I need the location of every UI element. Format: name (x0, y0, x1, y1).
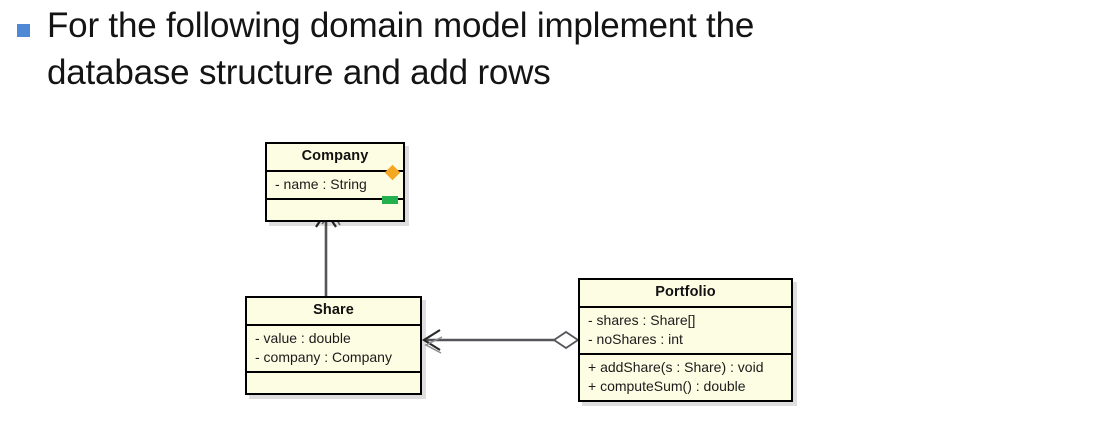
uml-class-share[interactable]: Share - value : double - company : Compa… (245, 296, 422, 395)
uml-attribute: - name : String (275, 176, 367, 192)
uml-class-portfolio-operations: + addShare(s : Share) : void + computeSu… (580, 355, 791, 400)
uml-class-portfolio-title: Portfolio (655, 284, 716, 300)
uml-attribute: - shares : Share[] (588, 312, 696, 328)
uml-separator (580, 306, 791, 308)
square-bullet-icon (17, 24, 30, 37)
uml-attribute: - company : Company (255, 349, 392, 365)
uml-class-company-attributes: - name : String (267, 172, 403, 198)
uml-separator (580, 353, 791, 355)
uml-class-share-attributes: - value : double - company : Company (247, 326, 420, 371)
uml-class-share-title: Share (313, 302, 354, 318)
uml-attribute: - value : double (255, 330, 351, 346)
uml-operation: + addShare(s : Share) : void (588, 359, 764, 375)
connector-share-to-company (315, 210, 341, 297)
bullet-heading-block: For the following domain model implement… (0, 0, 1060, 110)
uml-separator (247, 371, 420, 373)
uml-separator (267, 170, 403, 172)
bullet-text: For the following domain model implement… (47, 6, 755, 92)
connector-portfolio-to-share (421, 329, 580, 354)
company-green-marker (382, 196, 398, 204)
uml-operation: + computeSum() : double (588, 378, 746, 394)
uml-attribute: - noShares : int (588, 331, 683, 347)
uml-separator (247, 324, 420, 326)
uml-class-portfolio-attributes: - shares : Share[] - noShares : int (580, 308, 791, 353)
uml-class-portfolio[interactable]: Portfolio - shares : Share[] - noShares … (578, 278, 793, 402)
uml-separator (267, 198, 403, 200)
uml-class-company-title: Company (301, 148, 369, 164)
uml-class-share-operations (247, 373, 420, 393)
uml-class-company[interactable]: Company - name : String (265, 142, 405, 222)
